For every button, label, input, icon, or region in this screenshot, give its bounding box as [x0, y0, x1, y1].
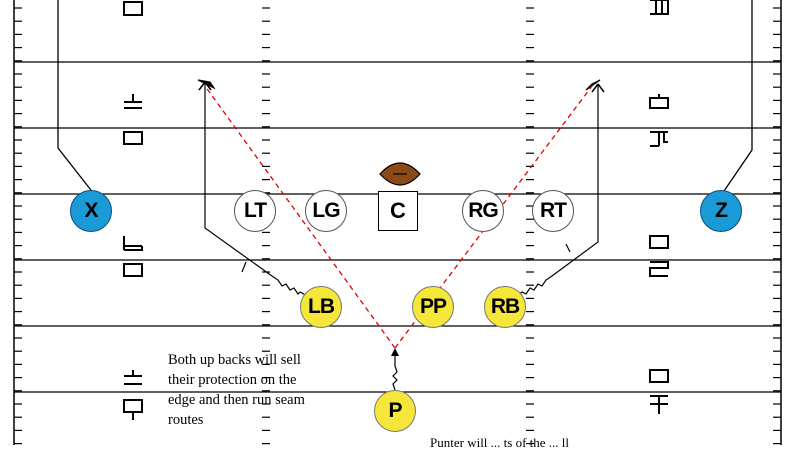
play-note: Both up backs will sell their protection…	[168, 350, 305, 430]
football-icon	[379, 162, 421, 186]
player-z: Z	[700, 190, 742, 232]
player-rt: RT	[532, 190, 574, 232]
lb-route	[204, 82, 319, 303]
player-lg: LG	[305, 190, 347, 232]
note-line-4: routes	[168, 412, 204, 428]
note-line-2: their protection on the	[168, 372, 297, 388]
player-c: C	[378, 191, 418, 231]
player-p: P	[374, 390, 416, 432]
z-route	[721, 0, 753, 195]
upback-routes	[197, 79, 605, 303]
note-line-3: edge and then run seam	[168, 392, 305, 408]
player-rb: RB	[484, 286, 526, 328]
punter-motion	[392, 352, 398, 391]
player-lt: LT	[234, 190, 276, 232]
cut-off-note: Punter will ... ts of the ... ll	[430, 435, 570, 450]
rb-route	[511, 84, 599, 301]
player-rg: RG	[462, 190, 504, 232]
yard-numbers	[123, 0, 669, 420]
receiver-routes	[57, 0, 753, 195]
player-x: X	[70, 190, 112, 232]
player-lb: LB	[300, 286, 342, 328]
note-line-1: Both up backs will sell	[168, 352, 301, 368]
player-pp: PP	[412, 286, 454, 328]
x-route	[57, 0, 95, 195]
